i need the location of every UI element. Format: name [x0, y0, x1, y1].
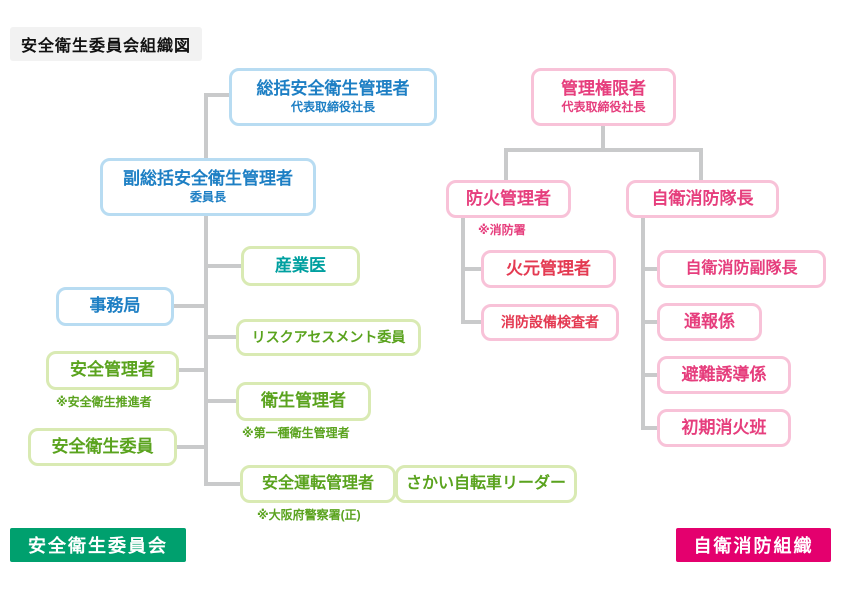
node-label: 通報係: [684, 311, 735, 331]
connector-line: [177, 445, 204, 449]
node-label: 火元管理者: [506, 258, 591, 278]
note-eisei-kanrisha: ※第一種衛生管理者: [242, 426, 350, 440]
node-jimukyoku: 事務局: [56, 287, 174, 326]
page-title: 安全衛生委員会組織図: [10, 27, 203, 61]
connector-line: [641, 373, 657, 377]
node-jiei-shobo-taicho: 自衛消防隊長: [626, 180, 779, 218]
connector-line: [204, 93, 229, 97]
connector-line: [461, 320, 481, 324]
node-sangyoui: 産業医: [241, 246, 360, 286]
connector-line: [641, 426, 657, 430]
node-label: 防火管理者: [466, 188, 551, 208]
node-label: 消防設備検査者: [501, 314, 599, 331]
note-anzen-unten-kanrisha: ※大阪府警察署(正): [257, 508, 361, 522]
connector-line: [174, 304, 204, 308]
node-label: 事務局: [89, 296, 141, 316]
node-shobo-setsubi-kensasha: 消防設備検査者: [481, 304, 619, 341]
node-label: 管理権限者: [561, 79, 646, 99]
connector-line: [461, 267, 481, 271]
connector-line: [204, 93, 208, 158]
connector-line: [204, 482, 240, 486]
node-label: 自衛消防隊長: [651, 188, 754, 208]
node-anzen-kanrisha: 安全管理者: [46, 351, 179, 390]
node-label: 自衛消防副隊長: [685, 259, 798, 277]
node-label: さかい自転車リーダー: [405, 474, 566, 492]
node-fuku-soukatsu-kanrisha: 副総括安全衛生管理者 委員長: [100, 158, 316, 216]
group-badge-anzen-eisei-iinkai: 安全衛生委員会: [10, 528, 186, 562]
node-risk-assessment-iin: リスクアセスメント委員: [236, 319, 421, 356]
node-sakai-jitensha-leader: さかい自転車リーダー: [395, 465, 577, 503]
node-label: 副総括安全衛生管理者: [123, 169, 293, 189]
note-boka-kanrisha: ※消防署: [478, 223, 526, 237]
note-anzen-kanrisha: ※安全衛生推進者: [56, 395, 152, 409]
node-kanri-kengensha: 管理権限者 代表取締役社長: [531, 68, 676, 126]
node-label: 産業医: [275, 255, 326, 275]
connector-line: [204, 335, 236, 339]
node-sublabel: 代表取締役社長: [290, 100, 375, 115]
node-label: 衛生管理者: [261, 391, 346, 411]
node-eisei-kanrisha: 衛生管理者: [236, 382, 371, 421]
connector-line: [699, 148, 703, 180]
node-jiei-shobo-fukutaicho: 自衛消防副隊長: [657, 250, 826, 288]
node-sublabel: 委員長: [189, 190, 226, 205]
connector-line: [204, 264, 241, 268]
node-label: 安全管理者: [70, 360, 155, 380]
connector-line: [504, 148, 508, 180]
connector-line: [504, 148, 703, 152]
connector-line: [461, 218, 465, 324]
node-label: 安全運転管理者: [261, 474, 374, 492]
node-label: 初期消火班: [681, 417, 767, 437]
node-hinan-yudo-gakari: 避難誘導係: [657, 356, 791, 394]
node-label: リスクアセスメント委員: [251, 329, 406, 346]
node-himoto-kanrisha: 火元管理者: [481, 250, 616, 288]
node-label: 総括安全衛生管理者: [256, 79, 410, 99]
connector-line: [641, 267, 657, 271]
connector-line: [204, 399, 236, 403]
connector-line: [179, 368, 204, 372]
node-label: 安全衛生委員: [51, 436, 154, 456]
node-anzen-unten-kanrisha: 安全運転管理者: [240, 465, 396, 503]
node-sublabel: 代表取締役社長: [561, 100, 646, 115]
connector-line: [641, 218, 645, 430]
node-label: 避難誘導係: [681, 364, 767, 384]
node-shoki-shoka-han: 初期消火班: [657, 409, 791, 447]
node-soukatsu-anzen-eisei-kanrisha: 総括安全衛生管理者 代表取締役社長: [229, 68, 437, 126]
node-anzen-eisei-iin: 安全衛生委員: [28, 428, 177, 466]
connector-line: [601, 126, 605, 152]
node-tsuho-gakari: 通報係: [657, 303, 762, 341]
connector-line: [641, 320, 657, 324]
connector-line: [204, 216, 208, 486]
group-badge-jiei-shobo-soshiki: 自衛消防組織: [676, 528, 831, 562]
node-boka-kanrisha: 防火管理者: [446, 180, 571, 218]
